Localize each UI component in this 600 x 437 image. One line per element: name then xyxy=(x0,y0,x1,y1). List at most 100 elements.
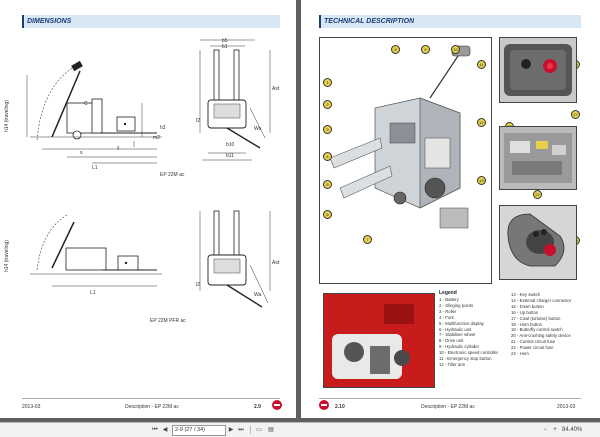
photo-drive-unit xyxy=(323,293,435,388)
page-number: 2.9 xyxy=(254,404,261,410)
legend-item: 12 - Tiller arm xyxy=(439,361,466,367)
dim-label-l1: L1 xyxy=(92,165,98,171)
legend-item: 20 - Anti-crushing safety device xyxy=(511,333,571,339)
dim-label-ast: Ast xyxy=(272,86,280,92)
callout-marker: 17 xyxy=(571,110,580,119)
legend-item: 3 - Roller xyxy=(439,308,457,314)
footer-date: 2013-03 xyxy=(22,404,41,410)
side-view-drawing-bottom xyxy=(30,214,162,287)
dim-label-wa-bottom: Wa xyxy=(254,292,262,298)
legend-title: Legend xyxy=(439,290,457,296)
callout-marker: 7 xyxy=(363,235,372,244)
first-page-button[interactable]: ⏮ xyxy=(152,427,158,433)
section-header-dimensions: DIMENSIONS xyxy=(22,15,280,28)
side-view-drawing-top xyxy=(26,60,162,164)
next-page-button[interactable]: ▶ xyxy=(228,427,234,433)
page-number-input[interactable]: 2-9 (27 / 34) xyxy=(172,425,226,436)
legend-item: 22 - Power circuit fuse xyxy=(511,345,554,351)
tiller-head-illustration xyxy=(507,213,565,267)
legend-item: 11 - Emergency stop button xyxy=(439,356,492,362)
legend-item: 17 - Cowl (tortoise) button xyxy=(511,315,561,321)
dim-label-h14: h14 (traveling) xyxy=(4,100,10,132)
key-switch-illustration xyxy=(504,44,572,96)
callout-marker: 10 xyxy=(451,45,460,54)
section-header-technical-description: TECHNICAL DESCRIPTION xyxy=(319,15,581,28)
dim-label-l2: l2 xyxy=(196,118,200,124)
legend-item: 7 - Stabiliser wheel xyxy=(439,332,476,338)
photo-tiller-head xyxy=(499,205,577,280)
last-page-button[interactable]: ⏭ xyxy=(238,427,244,433)
dim-label-wa: Wa xyxy=(254,126,262,132)
caption-model-top: EP 22M ac xyxy=(160,172,185,178)
dim-label-h14-bottom: h14 (traveling) xyxy=(4,240,10,272)
dim-label-y: y xyxy=(117,145,120,151)
zoom-in-button[interactable]: + xyxy=(553,427,557,433)
legend-item: 15 - Down button xyxy=(511,303,544,309)
fuse-illustration xyxy=(504,133,572,183)
dim-label-ast-bottom: Ast xyxy=(272,260,280,266)
dim-label-m2: m2 xyxy=(153,135,160,141)
footer-description: Description - EP 22M ac xyxy=(421,404,475,410)
dim-label-x: x xyxy=(80,150,83,156)
callout-marker: 2 xyxy=(323,100,332,109)
top-view-drawing-top xyxy=(199,39,271,161)
callout-marker: 12 xyxy=(477,118,486,127)
exploded-view-drawing xyxy=(329,45,471,229)
previous-page-button[interactable]: ◀ xyxy=(162,427,168,433)
zoom-level[interactable]: 84.40% xyxy=(562,427,583,433)
dim-label-b11: b11 xyxy=(226,153,234,159)
callout-marker: 11 xyxy=(477,60,486,69)
legend-item: 2 - Slinging points xyxy=(439,302,474,308)
legend-item: 16 - Up button xyxy=(511,309,539,315)
pdf-viewer-toolbar: ⏮ ◀ 2-9 (27 / 34) ▶ ⏭ ▭ ▤ − + 84.40% xyxy=(0,422,600,437)
legend-item: 13 - Key switch xyxy=(511,292,541,297)
top-view-drawing-bottom xyxy=(199,210,271,308)
callout-marker: 6 xyxy=(323,210,332,219)
legend-item: 5 - Multifunction display xyxy=(439,320,484,326)
fit-width-icon[interactable]: ▤ xyxy=(268,427,274,433)
legend-item: 14 - External charger connector xyxy=(511,297,572,303)
callout-marker: 9 xyxy=(421,45,430,54)
dim-label-l1-bottom: L1 xyxy=(90,290,96,296)
legend-item: 9 - Hydraulic cylinder xyxy=(439,344,480,350)
footer-divider xyxy=(319,398,581,399)
legend-item: 6 - Hydraulic unit xyxy=(439,326,472,332)
callout-marker: 3 xyxy=(323,125,332,134)
legend-item: 21 - Control circuit fuse xyxy=(511,339,556,345)
callout-marker: 1 xyxy=(323,78,332,87)
toolbar-separator xyxy=(250,426,251,434)
legend-item: 1 - Battery xyxy=(439,297,459,302)
dim-label-b5: b5 xyxy=(222,38,228,44)
callout-marker: 8 xyxy=(391,45,400,54)
dim-label-l2-bottom: l2 xyxy=(196,282,200,288)
callout-marker: 4 xyxy=(323,152,332,161)
drive-unit-illustration xyxy=(324,294,434,387)
callout-marker: 22 xyxy=(533,190,542,199)
brand-logo xyxy=(272,400,282,410)
photo-fuse-compartment xyxy=(499,126,577,190)
legend-item: 4 - Fork xyxy=(439,314,454,320)
footer-description: Description - EP 22M ac xyxy=(125,404,179,410)
fit-page-icon[interactable]: ▭ xyxy=(256,427,262,433)
legend-item: 8 - Drive unit xyxy=(439,338,464,344)
legend-item: 19 - Butterfly control switch xyxy=(511,327,563,333)
zoom-out-button[interactable]: − xyxy=(543,427,547,433)
legend-item: 10 - Electronic speed controller xyxy=(439,350,499,356)
dim-label-h3: h3 xyxy=(160,125,166,131)
caption-model-bottom: EP 22M PFR ac xyxy=(150,318,186,324)
callout-marker: 5 xyxy=(323,180,332,189)
footer-date: 2013-03 xyxy=(557,404,576,410)
dim-label-b1: b1 xyxy=(222,44,228,50)
legend-item: 23 - Horn xyxy=(511,351,529,357)
dim-label-b10: b10 xyxy=(226,142,235,148)
legend-item: 18 - Horn button xyxy=(511,321,543,327)
photo-key-switch-panel xyxy=(499,37,577,103)
footer-divider xyxy=(22,398,280,399)
document-page-left: DIMENSIONS h14 (traveling) y C x L1 m2 h… xyxy=(0,0,296,418)
brand-logo xyxy=(319,400,329,410)
callout-marker: 13 xyxy=(477,176,486,185)
page-number: 2.10 xyxy=(335,404,345,410)
